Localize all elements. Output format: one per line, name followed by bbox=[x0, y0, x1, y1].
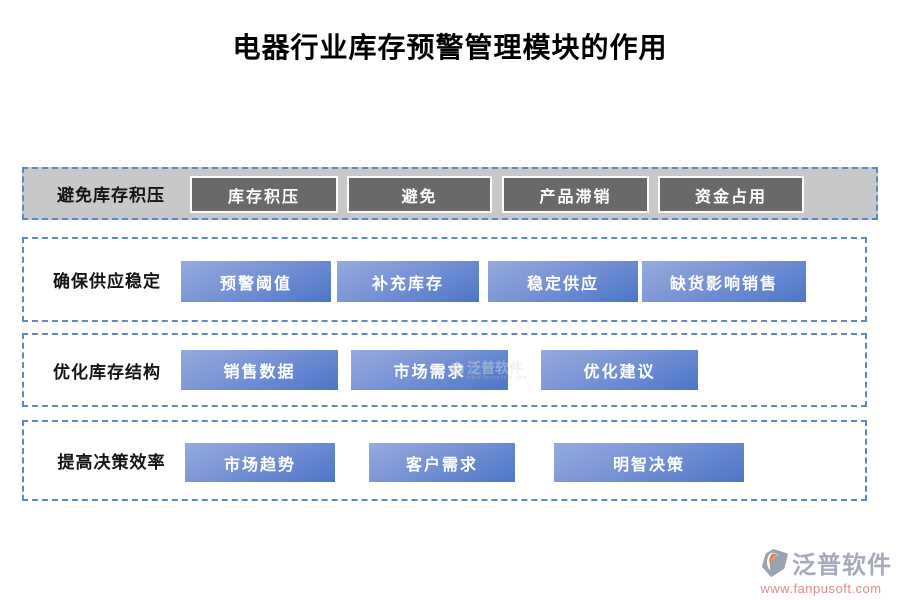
node-customer-demand: 客户需求 bbox=[369, 443, 515, 482]
node-inventory-backlog: 库存积压 bbox=[190, 176, 338, 213]
node-optimization-suggestion: 优化建议 bbox=[541, 350, 698, 390]
row-label-ensure-stable-supply: 确保供应稳定 bbox=[53, 272, 161, 291]
row-avoid-inventory-backlog: 避免库存积压 库存积压 避免 产品滞销 资金占用 bbox=[22, 167, 878, 220]
row-ensure-stable-supply: 确保供应稳定 预警阈值 补充库存 稳定供应 缺货影响销售 bbox=[22, 237, 867, 322]
node-replenish-stock: 补充库存 bbox=[337, 261, 479, 302]
node-product-unsalable: 产品滞销 bbox=[502, 176, 649, 213]
node-sales-data: 销售数据 bbox=[181, 350, 338, 390]
node-market-demand: 市场需求 bbox=[351, 350, 508, 390]
brand-icon bbox=[760, 548, 790, 583]
brand-logo: 泛普软件 www.fanpusoft.com bbox=[750, 548, 892, 596]
row-improve-decision-efficiency: 提高决策效率 市场趋势 客户需求 明智决策 bbox=[22, 420, 867, 501]
brand-url: www.fanpusoft.com bbox=[760, 581, 882, 596]
row-label-optimize-inventory-structure: 优化库存结构 bbox=[53, 362, 161, 382]
node-avoid: 避免 bbox=[347, 176, 492, 213]
node-wise-decision: 明智决策 bbox=[554, 443, 744, 482]
node-stockout-impact-sales: 缺货影响销售 bbox=[642, 261, 806, 302]
node-market-trend: 市场趋势 bbox=[185, 443, 335, 482]
row-optimize-inventory-structure: 优化库存结构 销售数据 市场需求 优化建议 bbox=[22, 333, 867, 407]
brand-name: 泛普软件 bbox=[792, 551, 892, 579]
row-label-improve-decision-efficiency: 提高决策效率 bbox=[57, 453, 166, 472]
node-warning-threshold: 预警阈值 bbox=[181, 261, 331, 302]
page-title: 电器行业库存预警管理模块的作用 bbox=[232, 33, 668, 64]
node-stable-supply: 稳定供应 bbox=[488, 261, 638, 302]
node-capital-occupation: 资金占用 bbox=[658, 176, 804, 213]
row-label-avoid-inventory-backlog: 避免库存积压 bbox=[57, 186, 165, 205]
